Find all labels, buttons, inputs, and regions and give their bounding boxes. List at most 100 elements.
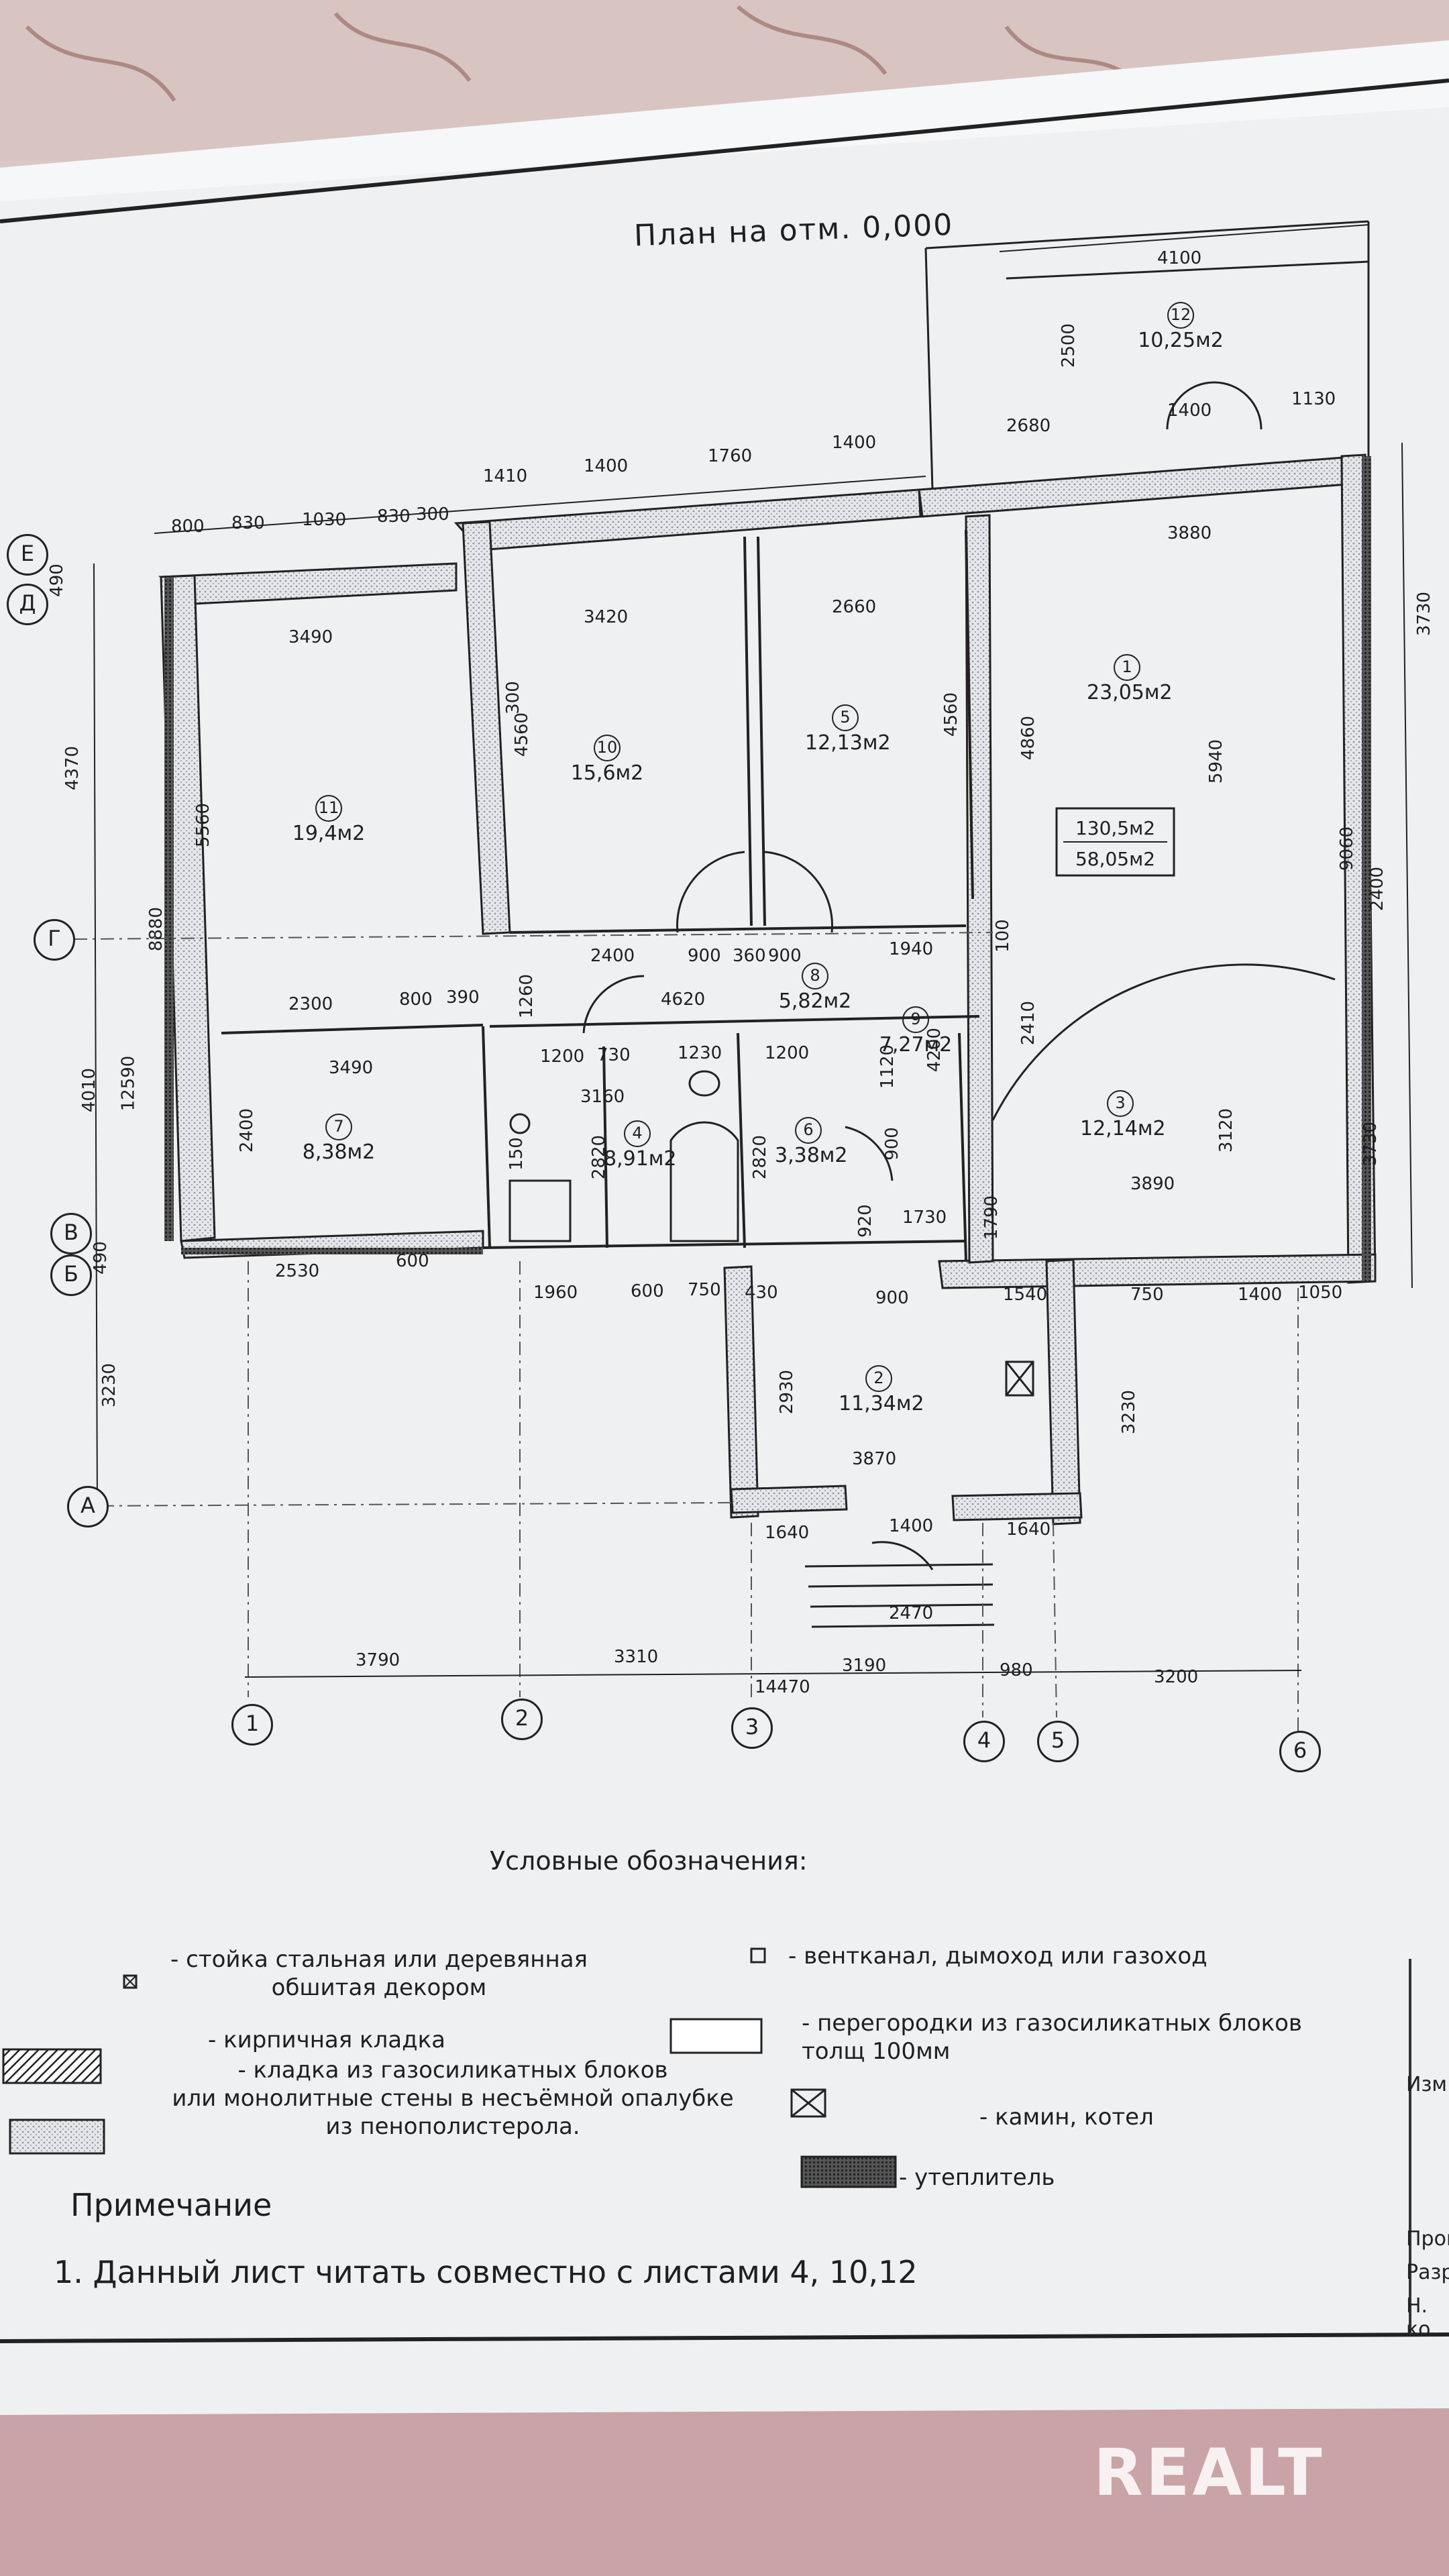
block-hatch — [9, 2118, 105, 2155]
legend-block-line1: - кладка из газосиликатных блоков — [237, 2057, 668, 2084]
bath-fixtures — [508, 1070, 739, 1242]
room-number: 3 — [1107, 1090, 1134, 1117]
axis-G: Г — [34, 919, 75, 961]
room-area: 19,4м2 — [292, 822, 366, 845]
stamp-razr: Разра — [1406, 2261, 1449, 2284]
room-number: 2 — [865, 1365, 892, 1392]
room-area: 10,25м2 — [1138, 329, 1224, 352]
paper-sheet — [0, 107, 1449, 2415]
room-area: 7,27м2 — [879, 1033, 953, 1057]
dim-interior: 1540 — [1003, 1285, 1048, 1305]
fabric-bottom — [0, 2388, 1449, 2576]
dim-interior: 1400 — [889, 1516, 934, 1536]
dim-interior: 2470 — [889, 1603, 934, 1623]
dim-interior: 360 — [733, 946, 766, 966]
total-area: 130,5м2 58,05м2 — [1060, 813, 1171, 875]
room-area: 15,6м2 — [570, 761, 644, 785]
dim-interior: 800 — [399, 989, 433, 1010]
total-area-line2: 58,05м2 — [1075, 848, 1156, 870]
dim-interior: 1200 — [765, 1043, 810, 1063]
dim-interior: 1960 — [533, 1283, 578, 1303]
dim-interior: 750 — [1130, 1285, 1164, 1305]
sheet-border-bottom — [0, 2332, 1449, 2343]
axis-A: А — [67, 1486, 109, 1527]
room-area: 8,91м2 — [604, 1147, 677, 1171]
dim-interior: 900 — [875, 1288, 909, 1308]
dim-interior: 1230 — [678, 1043, 722, 1063]
dim-bottom-1: 3790 — [356, 1650, 400, 1670]
legend-post-line2: обшитая декором — [271, 1974, 487, 2001]
dim-interior: 730 — [597, 1045, 631, 1065]
dim-bottom-5: 3200 — [1154, 1667, 1199, 1687]
dim-interior: 3870 — [852, 1449, 897, 1469]
note-title: Примечание — [70, 2187, 272, 2223]
post-icon — [123, 1974, 138, 1989]
dimension-lines — [93, 224, 1413, 1678]
legend-item-block: - кладка из газосиликатных блоков или мо… — [134, 2056, 771, 2141]
dim-interior: 2660 — [832, 597, 877, 617]
legend-fireplace-line1: - камин, котел — [979, 2104, 1154, 2131]
dim-interior: 390 — [446, 987, 480, 1008]
interior-partitions — [221, 529, 980, 1262]
axis-3: 3 — [731, 1707, 773, 1749]
dim-top-3: 1030 — [302, 510, 347, 530]
dim-interior: 750 — [688, 1280, 721, 1300]
dim-interior: 1640 — [765, 1523, 810, 1543]
paper-top-strip — [0, 40, 1449, 201]
legend-item-insulation: - утеплитель — [899, 2163, 1055, 2192]
room-area: 12,13м2 — [805, 731, 891, 755]
dim-top-2: 830 — [231, 513, 265, 533]
legend-item-brick: - кирпичная кладка — [208, 2026, 445, 2054]
fireplace-symbol — [1005, 1360, 1034, 1397]
brick-hatch — [2, 2048, 102, 2084]
legend-insulation-line1: - утеплитель — [899, 2164, 1055, 2191]
legend-post-line1: - стойка стальная или деревянная — [170, 1946, 588, 1973]
legend-item-post: - стойка стальная или деревянная обшитая… — [144, 1945, 614, 2002]
dim-interior: 430 — [745, 1283, 778, 1303]
dim-bottom-total: 14470 — [755, 1677, 810, 1697]
room-number: 6 — [795, 1117, 822, 1144]
legend-item-fireplace: - камин, котел — [979, 2103, 1154, 2131]
room-number: 1 — [1114, 654, 1140, 681]
legend-block-line3: из пенополистерола. — [325, 2113, 580, 2140]
legend-title: Условные обозначения: — [490, 1846, 808, 1876]
entrance-steps — [804, 1563, 995, 1628]
room-area: 11,34м2 — [839, 1392, 924, 1415]
legend-block-line2: или монолитные стены в несъёмной опалубк… — [172, 2085, 734, 2112]
axis-E: Е — [7, 534, 48, 576]
dim-interior: 900 — [688, 946, 721, 966]
axis-5: 5 — [1037, 1721, 1079, 1762]
legend-brick-line1: - кирпичная кладка — [208, 2027, 446, 2053]
terrace-outline — [924, 220, 1370, 490]
room-number: 7 — [325, 1114, 352, 1140]
room-number: 12 — [1167, 302, 1194, 329]
dim-interior: 600 — [396, 1251, 429, 1271]
axis-1: 1 — [231, 1704, 273, 1746]
room-number: 10 — [594, 735, 621, 761]
axis-V: В — [50, 1213, 92, 1254]
dim-bottom-4: 980 — [1000, 1660, 1033, 1680]
room-number: 5 — [832, 704, 859, 731]
room-number: 8 — [802, 963, 828, 989]
dim-top-13: 4100 — [1157, 248, 1202, 268]
legend-vent-line1: - вентканал, дымоход или газоход — [788, 1943, 1208, 1970]
dim-interior: 2400 — [590, 946, 635, 966]
dim-top-7: 1400 — [584, 456, 629, 476]
room-area: 23,05м2 — [1087, 681, 1173, 704]
stamp-nkontr: Н. ко — [1406, 2294, 1431, 2341]
dim-interior: 2300 — [288, 994, 333, 1014]
stamp-prov: Пров — [1406, 2227, 1449, 2251]
legend-partition-line1: - перегородки из газосиликатных блоков — [802, 2010, 1302, 2037]
dim-interior: 1400 — [1238, 1285, 1283, 1305]
room-number: 4 — [624, 1120, 651, 1147]
